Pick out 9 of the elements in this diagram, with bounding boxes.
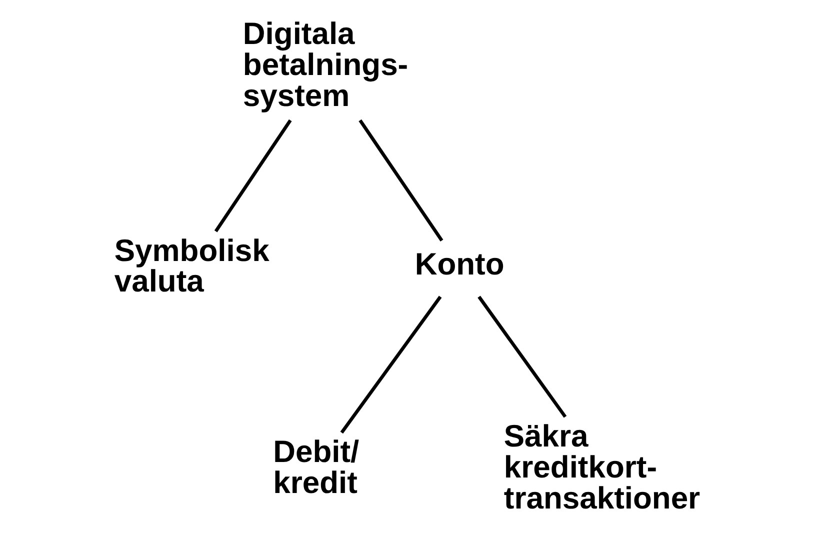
- node-text: Debit/ kredit: [272, 434, 359, 500]
- node-text: Symbolisk valuta: [114, 232, 269, 299]
- connector: [477, 296, 566, 418]
- node-text: Konto: [414, 246, 504, 282]
- connector: [358, 119, 443, 242]
- connector: [214, 119, 292, 232]
- connector: [340, 296, 442, 434]
- node-text: Digitala betalnings- system: [242, 16, 408, 113]
- node-text: Säkra kreditkort- transaktioner: [503, 418, 700, 516]
